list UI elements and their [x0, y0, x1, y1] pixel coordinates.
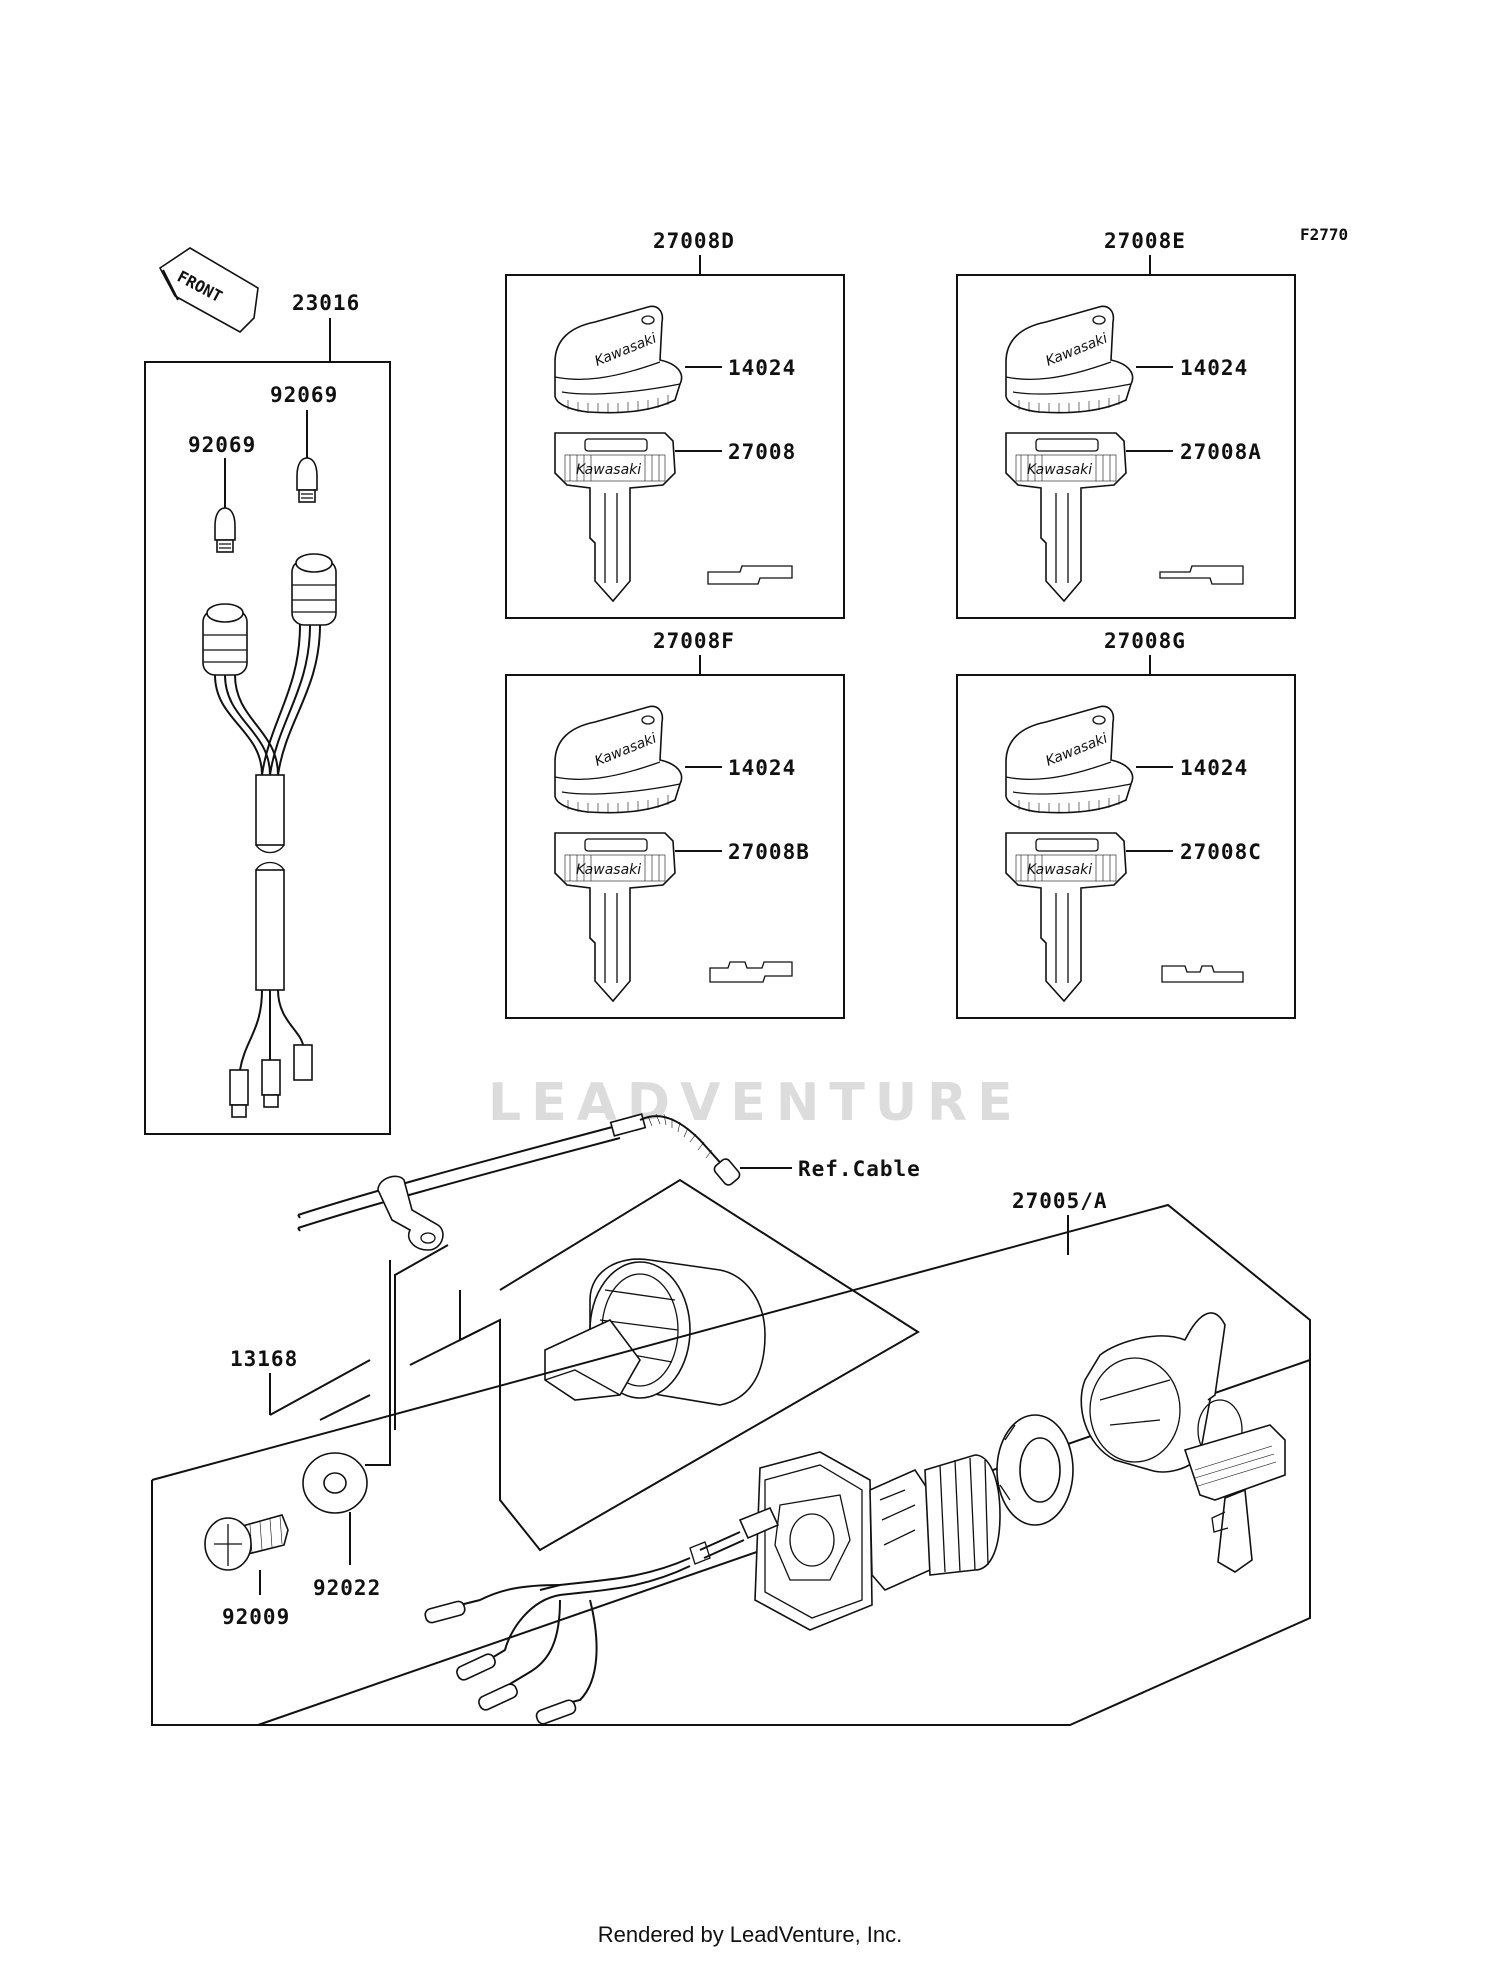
bulb-icon	[296, 457, 318, 503]
key-set-d-group-label: 27008D	[653, 229, 735, 253]
key-blade-icon	[554, 432, 676, 602]
bulb-label-left: 92069	[188, 433, 256, 457]
key-blade-icon	[554, 832, 676, 1002]
key-brand-text: Kawasaki	[576, 862, 641, 878]
front-arrow-icon: FRONT	[158, 247, 259, 333]
watermark-text: LEADVENTURE	[488, 1073, 1023, 1133]
key-cut-profile-icon	[1159, 565, 1244, 585]
key-set-e-cap-label: 14024	[1180, 356, 1248, 380]
bulb-icon-2	[214, 507, 236, 553]
bulb-label-right: 92069	[270, 383, 338, 407]
key-set-f: 27008F Kawasaki 14024 Kawasaki 27008B	[505, 629, 845, 1019]
key-blade-icon	[1005, 432, 1127, 602]
footer-credit: Rendered by LeadVenture, Inc.	[597, 1922, 903, 1947]
key-set-e: 27008E Kawasaki 14024 Kawasaki 27008A	[956, 229, 1296, 619]
figure-code: F2770	[1300, 225, 1348, 244]
key-set-f-group-label: 27008F	[653, 629, 735, 653]
switch-detail: 13168	[230, 1178, 920, 1552]
nut-icon	[996, 1414, 1074, 1526]
key-set-g: 27008G Kawasaki 14024 Kawasaki 27008C	[956, 629, 1296, 1019]
switch-group: 27005/A 92022 92009	[151, 1189, 1311, 1726]
key-set-g-key-label: 27008C	[1180, 840, 1262, 864]
ref-cable-label: Ref.Cable	[798, 1157, 921, 1181]
switch-body-icon	[689, 1451, 1001, 1631]
key-blade-icon	[1005, 832, 1127, 1002]
bolt-icon	[204, 1514, 289, 1571]
key-brand-text: Kawasaki	[1027, 462, 1092, 478]
harness-group-label: 23016	[292, 291, 360, 315]
switch-group-label: 27005/A	[1012, 1189, 1108, 1213]
switch-cover-icon	[1080, 1312, 1226, 1473]
ref-cable: Ref.Cable	[297, 1113, 921, 1251]
socket-icon	[202, 553, 337, 676]
key-set-e-key-label: 27008A	[1180, 440, 1262, 464]
switch-key-icon	[1183, 1399, 1286, 1573]
key-cut-profile-icon	[709, 961, 793, 983]
key-brand-text: Kawasaki	[1027, 862, 1092, 878]
key-set-d-cap-label: 14024	[728, 356, 796, 380]
key-set-f-cap-label: 14024	[728, 756, 796, 780]
key-set-g-cap-label: 14024	[1180, 756, 1248, 780]
key-set-f-key-label: 27008B	[728, 840, 810, 864]
detail-label-13168: 13168	[230, 1347, 298, 1371]
key-set-d-key-label: 27008	[728, 440, 796, 464]
key-cut-profile-icon	[1161, 965, 1244, 983]
harness-group: 23016 92069 92069	[144, 291, 391, 1135]
key-set-e-group-label: 27008E	[1104, 229, 1186, 253]
key-brand-text: Kawasaki	[576, 462, 641, 478]
bolt-label: 92009	[222, 1605, 290, 1629]
key-set-g-group-label: 27008G	[1104, 629, 1186, 653]
key-cut-profile-icon	[707, 565, 793, 585]
wire-terminal-icon	[424, 1600, 577, 1725]
key-set-d: 27008D Kawasaki 14024 Kawasaki 27008	[505, 229, 845, 619]
washer-label: 92022	[313, 1576, 381, 1600]
